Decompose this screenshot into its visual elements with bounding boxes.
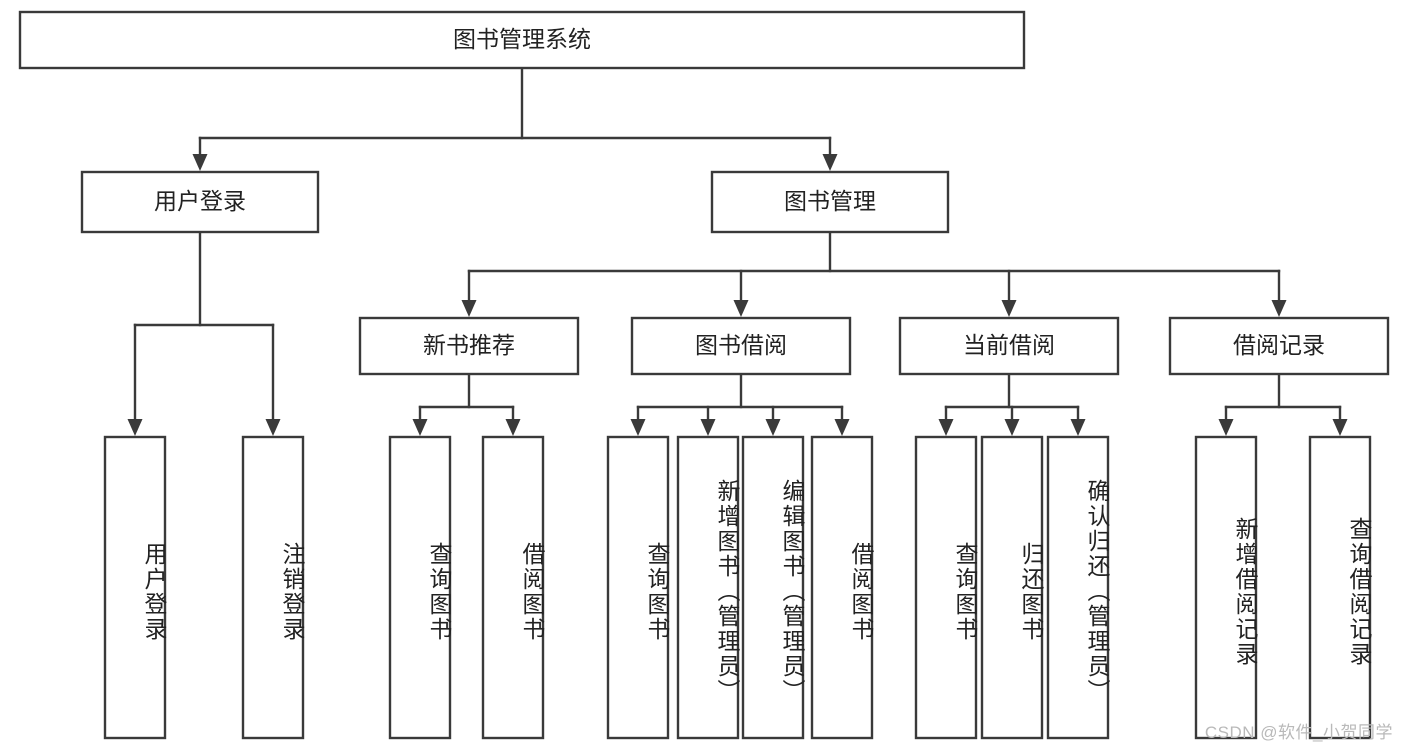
arrow-head-icon bbox=[1004, 419, 1020, 436]
node-label-当前借阅: 当前借阅 bbox=[963, 332, 1055, 358]
node-box-用户登录[interactable] bbox=[80, 170, 320, 234]
node-box-用户登录[interactable] bbox=[103, 435, 167, 740]
node-label-图书借阅: 图书借阅 bbox=[695, 332, 787, 358]
node-label-新书推荐: 新书推荐 bbox=[423, 332, 515, 358]
csdn-watermark: CSDN @软件_小贺同学 bbox=[1204, 723, 1393, 742]
arrow-head-icon bbox=[192, 154, 208, 171]
node-box-查询借阅记录[interactable] bbox=[1308, 435, 1372, 740]
arrow-head-icon bbox=[938, 419, 954, 436]
arrow-head-icon bbox=[834, 419, 850, 436]
arrow-head-icon bbox=[630, 419, 646, 436]
node-label-图书管理系统: 图书管理系统 bbox=[453, 26, 591, 52]
boxes-layer bbox=[18, 10, 1390, 740]
node-box-查询图书[interactable] bbox=[388, 435, 452, 740]
arrow-head-icon bbox=[700, 419, 716, 436]
node-box-图书借阅[interactable] bbox=[630, 316, 852, 376]
node-box-查询图书[interactable] bbox=[914, 435, 978, 740]
node-box-借阅图书[interactable] bbox=[810, 435, 874, 740]
arrow-head-icon bbox=[1070, 419, 1086, 436]
arrow-head-icon bbox=[461, 300, 477, 317]
node-box-确认归还管理员[interactable] bbox=[1046, 435, 1110, 740]
node-label-图书管理: 图书管理 bbox=[784, 188, 876, 214]
node-box-图书管理系统[interactable] bbox=[18, 10, 1026, 70]
node-box-新书推荐[interactable] bbox=[358, 316, 580, 376]
node-label-借阅记录: 借阅记录 bbox=[1233, 332, 1325, 358]
node-box-编辑图书管理员[interactable] bbox=[741, 435, 805, 740]
arrow-head-icon bbox=[765, 419, 781, 436]
node-box-当前借阅[interactable] bbox=[898, 316, 1120, 376]
connectors-layer bbox=[127, 66, 1348, 436]
node-box-图书管理[interactable] bbox=[710, 170, 950, 234]
node-box-新增借阅记录[interactable] bbox=[1194, 435, 1258, 740]
node-label-用户登录: 用户登录 bbox=[154, 188, 246, 214]
arrow-head-icon bbox=[265, 419, 281, 436]
node-box-查询图书[interactable] bbox=[606, 435, 670, 740]
arrow-head-icon bbox=[1271, 300, 1287, 317]
arrow-head-icon bbox=[412, 419, 428, 436]
node-box-借阅图书[interactable] bbox=[481, 435, 545, 740]
arrow-head-icon bbox=[1001, 300, 1017, 317]
node-box-归还图书[interactable] bbox=[980, 435, 1044, 740]
arrow-head-icon bbox=[127, 419, 143, 436]
node-box-新增图书管理员[interactable] bbox=[676, 435, 740, 740]
arrow-head-icon bbox=[733, 300, 749, 317]
arrow-head-icon bbox=[1332, 419, 1348, 436]
node-box-借阅记录[interactable] bbox=[1168, 316, 1390, 376]
arrow-head-icon bbox=[1218, 419, 1234, 436]
arrow-head-icon bbox=[822, 154, 838, 171]
node-box-注销登录[interactable] bbox=[241, 435, 305, 740]
arrow-head-icon bbox=[505, 419, 521, 436]
